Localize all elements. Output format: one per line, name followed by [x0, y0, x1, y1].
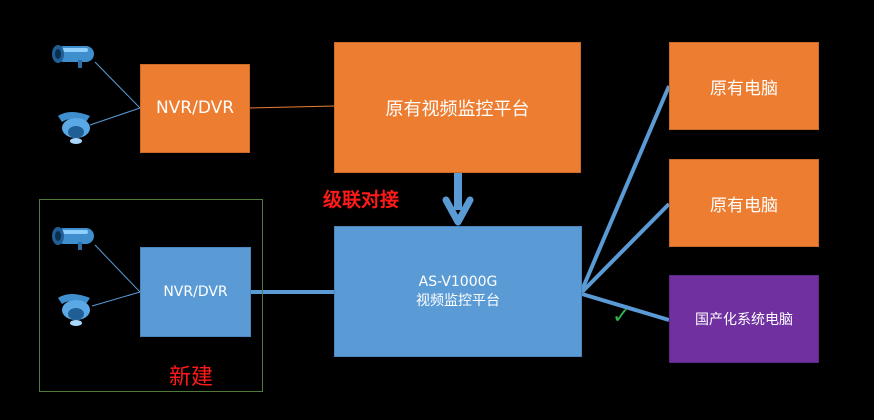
old-pc-1-box: 原有电脑 — [669, 42, 819, 130]
connector-platform-domestic-pc — [581, 292, 670, 322]
new-platform-box: AS-V1000G 视频监控平台 — [334, 226, 582, 357]
connector-cam4-nvr-new — [91, 291, 141, 307]
new-platform-desc: 视频监控平台 — [416, 292, 500, 309]
connector-cam3-nvr-new — [94, 244, 141, 293]
nvr-new-box: NVR/DVR — [140, 247, 251, 337]
cascade-label: 级联对接 — [323, 189, 400, 211]
dome-camera-icon — [58, 294, 90, 326]
cascade-arrow — [442, 173, 474, 226]
new-build-area — [39, 199, 263, 392]
connector-cam2-nvr-old — [89, 107, 141, 126]
old-pc-2-label: 原有电脑 — [710, 195, 778, 216]
connector-nvr-old-platform — [249, 105, 336, 109]
nvr-old-label: NVR/DVR — [155, 98, 235, 119]
dome-camera-icon — [58, 112, 90, 144]
new-platform-name: AS-V1000G — [418, 273, 498, 290]
old-platform-label: 原有视频监控平台 — [385, 98, 530, 120]
nvr-new-label: NVR/DVR — [163, 284, 228, 300]
check-mark-icon: ✓ — [612, 304, 631, 329]
nvr-old-box: NVR/DVR — [140, 64, 250, 153]
bullet-camera-icon — [52, 227, 94, 250]
domestic-pc-label: 国产化系统电脑 — [695, 312, 793, 328]
old-pc-1-label: 原有电脑 — [710, 78, 778, 99]
bullet-camera-icon — [52, 45, 94, 68]
new-build-label: 新建 — [169, 365, 214, 390]
old-platform-box: 原有视频监控平台 — [334, 42, 581, 173]
domestic-pc-box: 国产化系统电脑 — [669, 275, 819, 363]
connector-cam1-nvr-old — [94, 61, 141, 109]
connector-platform-pc1 — [580, 85, 671, 291]
old-pc-2-box: 原有电脑 — [669, 159, 819, 247]
connector-platform-pc2 — [580, 202, 671, 294]
